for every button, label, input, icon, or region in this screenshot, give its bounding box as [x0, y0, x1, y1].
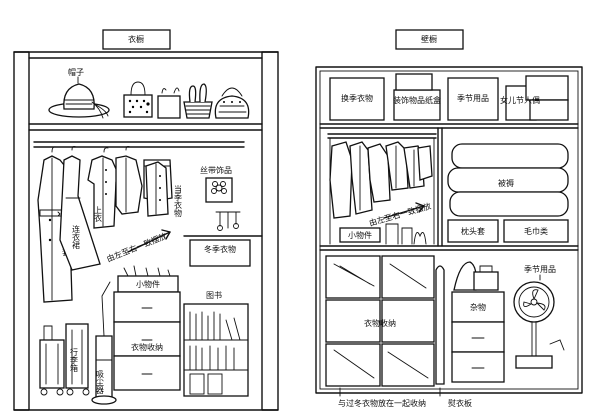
- label-note-right: 熨衣板: [448, 398, 472, 408]
- seasonal-box: [329, 77, 385, 121]
- left-top-shelf: [28, 123, 263, 131]
- label-pillow: 枕头套: [461, 226, 485, 236]
- label-daily-goods: 杂物: [470, 302, 486, 312]
- right-frame-inner: [319, 70, 579, 390]
- drawer-chest: [113, 291, 181, 391]
- label-suitcase: 行李箱: [70, 347, 79, 373]
- right-title-plate: [395, 29, 464, 50]
- label-gift-box: 装饰物品纸盒: [393, 95, 441, 105]
- flower-frame-icon: [205, 177, 233, 203]
- left-arrow-head: [161, 229, 171, 240]
- left-wardrobe: 衣橱 帽子: [13, 29, 279, 411]
- suitcase-icon: [39, 325, 65, 396]
- season-goods-box: [447, 77, 499, 121]
- vacuum-icon: [91, 281, 117, 405]
- right-wardrobe: 壁橱 换季衣物 装饰物品纸盒 季节用品 女儿节人偶: [315, 29, 583, 408]
- label-winter-clothes: 冬季衣物: [204, 244, 236, 254]
- gift-box: [393, 89, 441, 121]
- left-title-plate: [102, 29, 171, 50]
- right-frame: [315, 66, 583, 394]
- label-blanket: 毛巾类: [524, 226, 548, 236]
- hanging-clothes-group: [329, 141, 433, 219]
- long-shirt-icon: [115, 145, 143, 215]
- label-drawer-items: 衣物收纳: [364, 318, 396, 328]
- doll-box-lower: [529, 99, 569, 121]
- left-frame-left: [13, 51, 30, 411]
- doll-box-top: [525, 75, 569, 101]
- label-small-items: 小物件: [136, 279, 160, 289]
- label-drawer: 衣物收纳: [131, 342, 163, 352]
- bag-icon: [123, 81, 153, 118]
- fan-icon: [513, 281, 565, 369]
- right-middle-divider: [437, 127, 443, 247]
- label-kids-doll: 女儿节人偶: [500, 95, 540, 105]
- hanging-items-icon: [215, 211, 241, 231]
- right-middle-shelf: [319, 245, 579, 251]
- label-futon: 被褥: [498, 178, 514, 188]
- right-arrow: [383, 205, 425, 219]
- right-top-shelf: [319, 123, 579, 129]
- label-seasonal: 当季衣物: [174, 184, 183, 218]
- label-top: 上衣: [94, 206, 103, 223]
- top-icon: [87, 147, 121, 229]
- label-dress: 连衣裙: [72, 224, 81, 250]
- label-left-arrow: 由左至右一致摆放: [105, 231, 168, 264]
- label-season-goods: 季节用品: [457, 93, 489, 103]
- small-items-contents: [123, 265, 171, 277]
- left-title: 衣橱: [128, 34, 144, 44]
- ironing-board-icon: [435, 265, 445, 385]
- round-bag-icon: [214, 87, 250, 119]
- futon-stack: [447, 143, 569, 217]
- winter-box: [189, 239, 251, 267]
- gift-box-top: [395, 73, 433, 91]
- label-ribbon: 丝带饰品: [200, 165, 232, 175]
- rack-small-box: [339, 227, 381, 243]
- hanging-rack: [327, 133, 437, 245]
- label-seasonal-box: 换季衣物: [341, 93, 373, 103]
- label-hat: 帽子: [68, 67, 84, 77]
- rack-small-objects: [385, 223, 427, 245]
- label-vacuum: 吸尘器: [96, 370, 105, 395]
- small-drawer-chest: [451, 265, 505, 383]
- storage-box-icon: [65, 323, 90, 396]
- label-books: 图书: [206, 290, 222, 300]
- iron-icon: [453, 261, 478, 291]
- label-right-arrow: 由左至右一致摆放: [368, 201, 432, 228]
- left-frame-right: [261, 51, 279, 411]
- left-arrow: [127, 231, 171, 253]
- bookshelf: [183, 303, 249, 397]
- right-title: 壁橱: [421, 34, 437, 44]
- storage-cases: [325, 255, 435, 387]
- pillow-box: [447, 219, 499, 243]
- right-arrow-head: [415, 202, 425, 213]
- blanket-box: [503, 219, 569, 243]
- label-seasonal-goods: 季节用品: [524, 264, 556, 274]
- basket-icon: [183, 83, 213, 119]
- small-box-icon: [157, 87, 181, 119]
- left-hanging-rod: [33, 141, 245, 148]
- label-note-left: 与过冬衣物放在一起收纳: [338, 398, 426, 408]
- hat-icon: [48, 83, 110, 119]
- dress-icon: [59, 145, 101, 271]
- label-right-small-items: 小物件: [348, 230, 372, 240]
- shirt-icon: [145, 161, 169, 217]
